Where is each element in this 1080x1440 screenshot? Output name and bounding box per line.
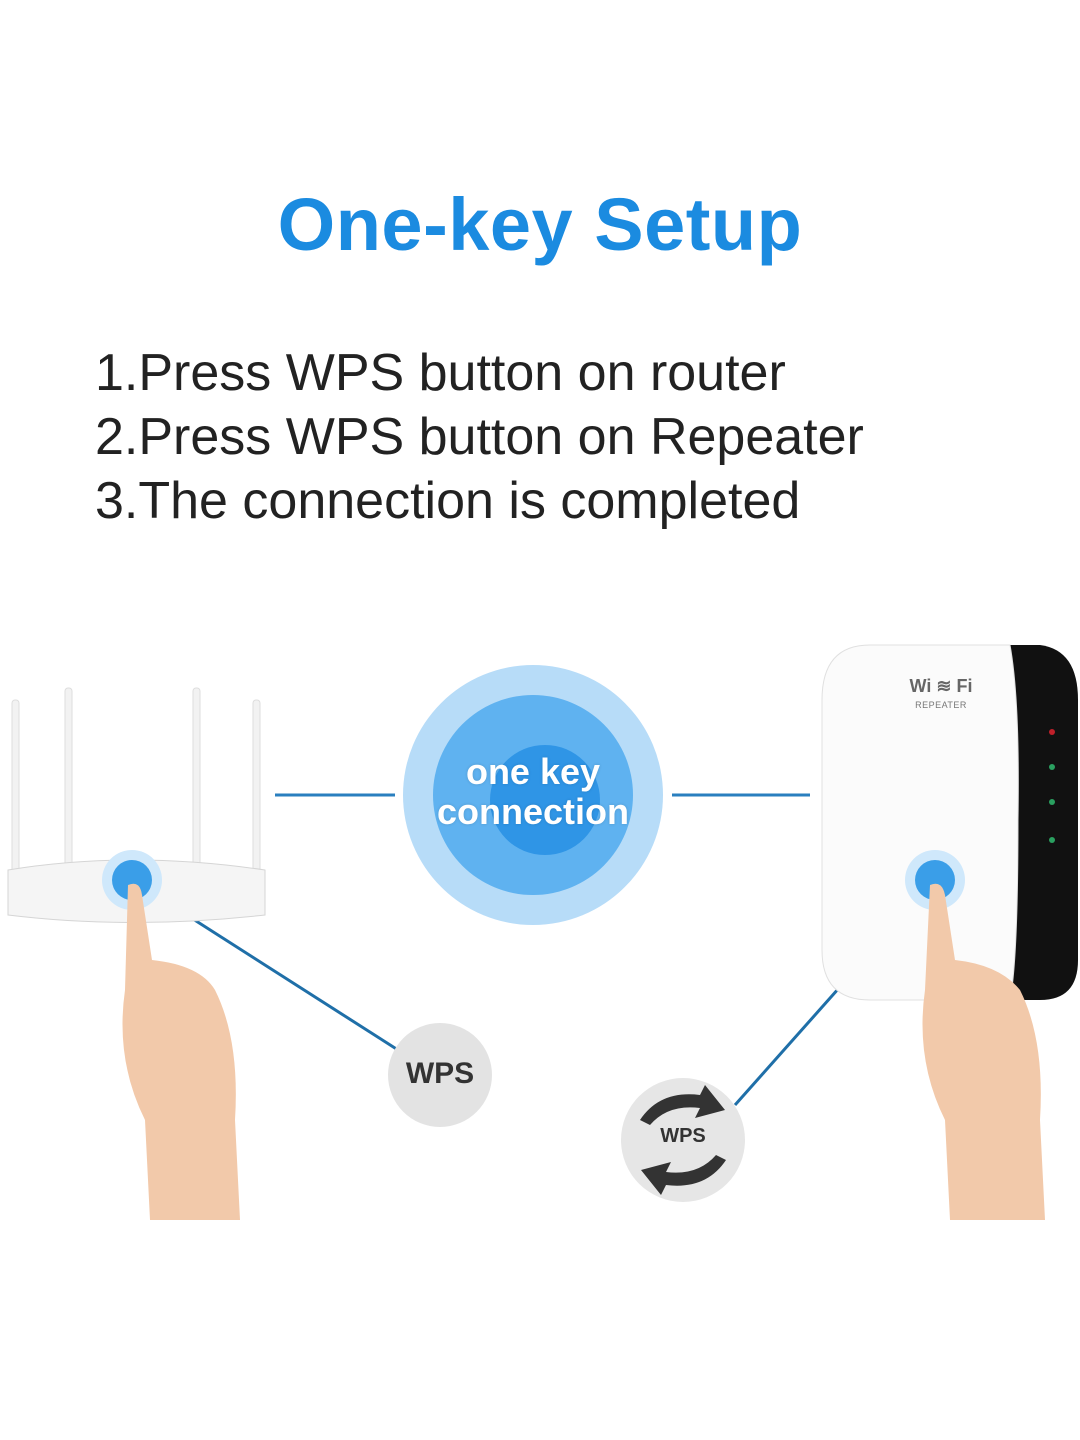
label-line-2: connection — [436, 791, 629, 832]
hand-right — [922, 883, 1045, 1220]
router-wps-button-highlight — [102, 850, 162, 910]
label-line-1: one key — [465, 751, 601, 792]
repeater-wps-button-highlight — [905, 850, 965, 910]
power-led — [1049, 729, 1055, 735]
router-wps-label: WPS — [405, 1057, 475, 1090]
wps-led — [1049, 837, 1055, 843]
hand-left — [122, 883, 240, 1220]
step-2: 2.Press WPS button on Repeater — [95, 408, 864, 466]
repeater-brand-label: REPEATER — [915, 700, 967, 710]
one-key-connection-label: one key connection — [403, 752, 663, 832]
sync-arrow-icon — [641, 1155, 726, 1195]
lan-led — [1049, 799, 1055, 805]
step-3: 3.The connection is completed — [95, 472, 801, 530]
page-title: One-key Setup — [277, 183, 803, 266]
sync-arrow-icon — [640, 1085, 725, 1125]
repeater-brand-wifi: Wi ≋ Fi — [909, 676, 973, 696]
router-wps-badge — [388, 1023, 492, 1127]
repeater-wps-label: WPS — [660, 1125, 706, 1147]
repeater-image — [821, 644, 1078, 1001]
brand-wi: Wi — [909, 676, 932, 696]
repeater-wps-badge — [621, 1078, 745, 1202]
one-key-connection-icon — [403, 665, 663, 925]
wifi-led — [1049, 764, 1055, 770]
step-1: 1.Press WPS button on router — [95, 344, 786, 402]
brand-fi: Fi — [956, 676, 973, 696]
